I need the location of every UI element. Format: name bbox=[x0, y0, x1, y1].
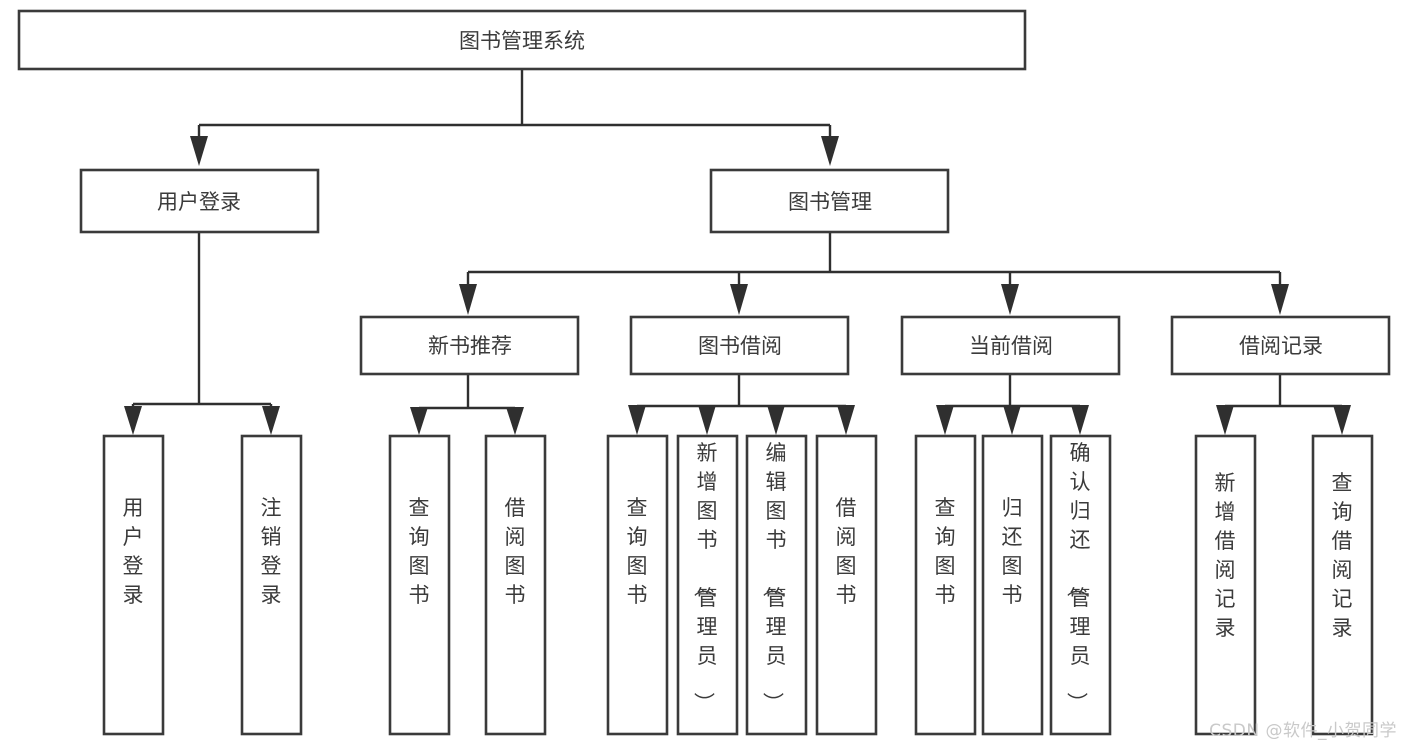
root-box[interactable] bbox=[17, 9, 1027, 71]
arrow-userlogin-leaf-1 bbox=[124, 406, 142, 435]
node-book-borrow[interactable]: 图书借阅 bbox=[629, 315, 850, 376]
node-root[interactable]: 图书管理系统 bbox=[17, 9, 1027, 71]
leaf-label: 编辑图书（管理员） bbox=[761, 441, 787, 713]
leaf-box[interactable] bbox=[1049, 434, 1112, 736]
leaf-current-borrow-2[interactable]: 归还图书 bbox=[981, 434, 1044, 736]
borrow-record-box[interactable] bbox=[1170, 315, 1391, 376]
leaf-label: 借阅图书 bbox=[836, 496, 857, 607]
node-borrow-record[interactable]: 借阅记录 bbox=[1170, 315, 1391, 376]
borrow-record-label: 借阅记录 bbox=[1239, 334, 1323, 358]
node-new-book-recommend[interactable]: 新书推荐 bbox=[359, 315, 580, 376]
leaf-box[interactable] bbox=[388, 434, 451, 736]
root-label: 图书管理系统 bbox=[459, 29, 585, 53]
arrow-borrow-leaf-3 bbox=[767, 405, 785, 435]
arrow-current-leaf-2 bbox=[1003, 405, 1021, 435]
arrow-record-leaf-1 bbox=[1216, 405, 1234, 435]
leaf-borrow-record-1[interactable]: 新增借阅记录 bbox=[1194, 434, 1257, 736]
arrow-current-leaf-3 bbox=[1071, 405, 1089, 435]
user-login-box[interactable] bbox=[79, 168, 320, 234]
leaf-label: 确认归还（管理员） bbox=[1065, 441, 1091, 713]
leaf-book-borrow-2[interactable]: 新增图书（管理员） bbox=[676, 434, 739, 736]
leaf-label: 归还图书 bbox=[1002, 496, 1023, 607]
leaf-box[interactable] bbox=[745, 434, 808, 736]
leaf-box[interactable] bbox=[102, 434, 165, 736]
arrow-bookmgmt-to-current bbox=[1001, 284, 1019, 315]
leaf-borrow-record-2[interactable]: 查询借阅记录 bbox=[1311, 434, 1374, 736]
leaf-label: 查询图书 bbox=[627, 496, 648, 607]
leaf-current-borrow-3[interactable]: 确认归还（管理员） bbox=[1049, 434, 1112, 736]
leaf-box[interactable] bbox=[484, 434, 547, 736]
arrow-borrow-leaf-2 bbox=[698, 405, 716, 435]
leaf-box[interactable] bbox=[981, 434, 1044, 736]
leaf-book-borrow-1[interactable]: 查询图书 bbox=[606, 434, 669, 736]
leaf-box[interactable] bbox=[606, 434, 669, 736]
arrow-current-leaf-1 bbox=[936, 405, 954, 435]
leaf-label: 查询图书 bbox=[935, 496, 956, 607]
node-user-login[interactable]: 用户登录 bbox=[79, 168, 320, 234]
leaf-new-book-1[interactable]: 查询图书 bbox=[388, 434, 451, 736]
leaf-box[interactable] bbox=[1194, 434, 1257, 736]
leaf-box[interactable] bbox=[676, 434, 739, 736]
arrow-borrow-leaf-4 bbox=[837, 405, 855, 435]
leaf-user-login-2[interactable]: 注销登录 bbox=[240, 434, 303, 736]
leaf-label: 借阅图书 bbox=[505, 496, 526, 607]
node-book-management[interactable]: 图书管理 bbox=[709, 168, 950, 234]
arrow-userlogin-leaf-2 bbox=[262, 406, 280, 435]
leaf-label: 用户登录 bbox=[123, 496, 144, 607]
leaf-book-borrow-4[interactable]: 借阅图书 bbox=[815, 434, 878, 736]
leaf-book-borrow-3[interactable]: 编辑图书（管理员） bbox=[745, 434, 808, 736]
new-book-recommend-box[interactable] bbox=[359, 315, 580, 376]
leaf-label: 注销登录 bbox=[261, 496, 282, 607]
node-current-borrow[interactable]: 当前借阅 bbox=[900, 315, 1121, 376]
arrow-record-leaf-2 bbox=[1333, 405, 1351, 435]
arrow-bookmgmt-to-newbook bbox=[459, 284, 477, 315]
arrow-newbook-leaf-2 bbox=[506, 407, 524, 435]
leaf-user-login-1[interactable]: 用户登录 bbox=[102, 434, 165, 736]
book-borrow-label: 图书借阅 bbox=[698, 334, 782, 358]
arrow-bookmgmt-to-borrow bbox=[730, 284, 748, 315]
user-login-label: 用户登录 bbox=[157, 190, 241, 214]
edges-layer bbox=[124, 69, 1351, 435]
leaf-box[interactable] bbox=[914, 434, 977, 736]
arrow-borrow-leaf-1 bbox=[628, 405, 646, 435]
book-management-label: 图书管理 bbox=[788, 190, 872, 214]
leaf-box[interactable] bbox=[240, 434, 303, 736]
arrow-bookmgmt-to-record bbox=[1271, 284, 1289, 315]
leaf-current-borrow-1[interactable]: 查询图书 bbox=[914, 434, 977, 736]
leaf-label: 查询借阅记录 bbox=[1332, 471, 1353, 640]
arrow-root-to-userlogin bbox=[190, 136, 208, 166]
leaf-box[interactable] bbox=[815, 434, 878, 736]
current-borrow-label: 当前借阅 bbox=[969, 334, 1053, 358]
arrow-newbook-leaf-1 bbox=[410, 407, 428, 435]
leaf-label: 新增图书（管理员） bbox=[692, 441, 718, 713]
book-borrow-box[interactable] bbox=[629, 315, 850, 376]
leaf-box[interactable] bbox=[1311, 434, 1374, 736]
new-book-recommend-label: 新书推荐 bbox=[428, 334, 512, 358]
leaf-new-book-2[interactable]: 借阅图书 bbox=[484, 434, 547, 736]
current-borrow-box[interactable] bbox=[900, 315, 1121, 376]
book-management-box[interactable] bbox=[709, 168, 950, 234]
leaf-label: 新增借阅记录 bbox=[1215, 471, 1236, 640]
leaf-label: 查询图书 bbox=[409, 496, 430, 607]
arrow-root-to-bookmgmt bbox=[821, 136, 839, 166]
